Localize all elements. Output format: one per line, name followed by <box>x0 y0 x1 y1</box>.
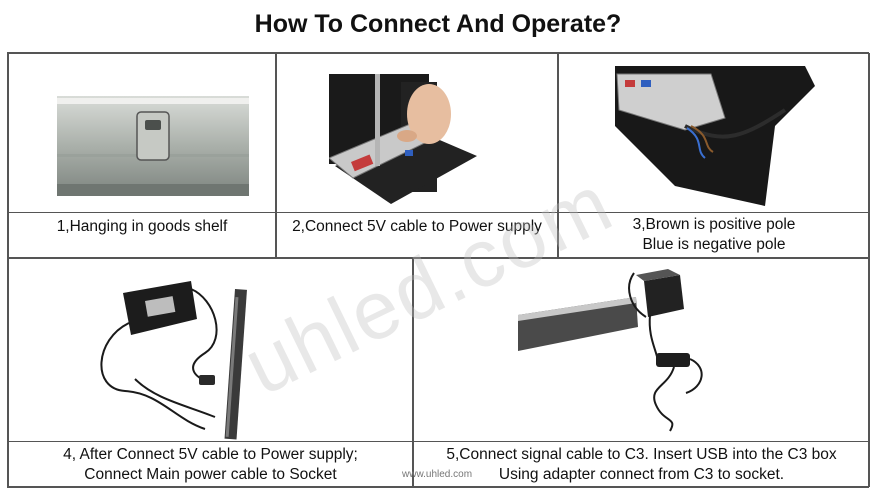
step-1-cell: 1,Hanging in goods shelf <box>8 53 276 258</box>
step-5-cell: 5,Connect signal cable to C3. Insert USB… <box>413 258 870 487</box>
bracket-photo <box>57 96 249 196</box>
step-3-line-1: 3,Brown is positive pole <box>632 216 796 233</box>
step-1-caption: 1,Hanging in goods shelf <box>9 212 275 257</box>
step-4-cell: 4, After Connect 5V cable to Power suppl… <box>8 258 413 487</box>
step-5-line-1: 5,Connect signal cable to C3. Insert USB… <box>446 446 837 463</box>
power-supply-screwdriver-photo <box>329 74 477 204</box>
step-4-caption: 4, After Connect 5V cable to Power suppl… <box>9 441 412 486</box>
step-4-line-1: 4, After Connect 5V cable to Power suppl… <box>63 446 358 463</box>
step-5-line-2: Using adapter connect from C3 to socket. <box>498 466 785 483</box>
step-2-line-1: 2,Connect 5V cable to Power supply <box>292 218 542 235</box>
instruction-grid: 1,Hanging in goods shelf 2,Connect 5V ca… <box>7 52 870 488</box>
step-2-caption: 2,Connect 5V cable to Power supply <box>277 212 557 257</box>
footer-url: www.uhled.com <box>402 469 473 480</box>
step-3-line-2: Blue is negative pole <box>642 236 786 253</box>
step-3-cell: 3,Brown is positive pole Blue is negativ… <box>558 53 870 258</box>
step-2-cell: 2,Connect 5V cable to Power supply <box>276 53 558 258</box>
step-1-line-1: 1,Hanging in goods shelf <box>56 218 228 235</box>
step-3-caption: 3,Brown is positive pole Blue is negativ… <box>559 212 869 257</box>
step-4-line-2: Connect Main power cable to Socket <box>84 466 337 483</box>
step-5-caption: 5,Connect signal cable to C3. Insert USB… <box>414 441 869 486</box>
page-title: How To Connect And Operate? <box>254 10 622 38</box>
c3-box-adapter-photo <box>518 269 703 432</box>
main-power-cable-photo <box>100 281 247 440</box>
power-supply-wires-photo <box>615 66 815 206</box>
